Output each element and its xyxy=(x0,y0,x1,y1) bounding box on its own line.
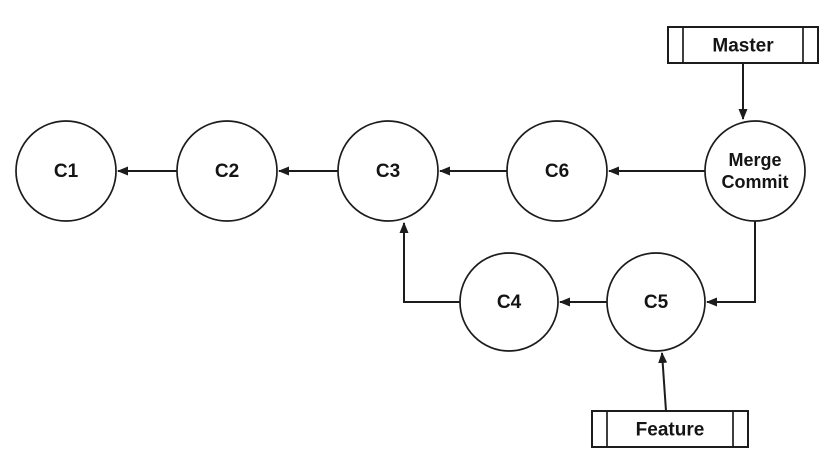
branch-label-master: Master xyxy=(667,26,819,64)
commit-circle-c1 xyxy=(15,120,117,222)
commit-node-c3: C3 xyxy=(337,120,439,222)
commit-node-c1: C1 xyxy=(15,120,117,222)
edge-merge-to-c5 xyxy=(706,221,756,307)
commit-label-c6: C6 xyxy=(545,161,569,182)
commit-circle-c3 xyxy=(337,120,439,222)
commit-label-c5: C5 xyxy=(644,292,669,313)
commit-circle-c4 xyxy=(459,252,559,352)
commit-circle-c2 xyxy=(176,120,278,222)
edge-c4-to-c3 xyxy=(399,222,460,303)
edge-feature-to-c5 xyxy=(658,352,668,412)
commit-node-c5: C5 xyxy=(606,252,706,352)
commit-node-c4: C4 xyxy=(459,252,559,352)
branch-box-master xyxy=(667,26,819,64)
commit-label-c1: C1 xyxy=(54,161,79,182)
commit-node-c2: C2 xyxy=(176,120,278,222)
branch-label-text-feature: Feature xyxy=(636,420,705,441)
branch-label-text-master: Master xyxy=(712,36,774,57)
commit-circle-c5 xyxy=(606,252,706,352)
commit-label-c2: C2 xyxy=(215,161,239,182)
commit-circle-merge xyxy=(704,120,806,222)
commit-node-c6: C6 xyxy=(506,120,608,222)
branch-box-feature xyxy=(591,410,749,448)
branch-label-feature: Feature xyxy=(591,410,749,448)
commit-label-c3: C3 xyxy=(376,161,400,182)
commit-circle-c6 xyxy=(506,120,608,222)
commit-label-c4: C4 xyxy=(497,292,522,313)
